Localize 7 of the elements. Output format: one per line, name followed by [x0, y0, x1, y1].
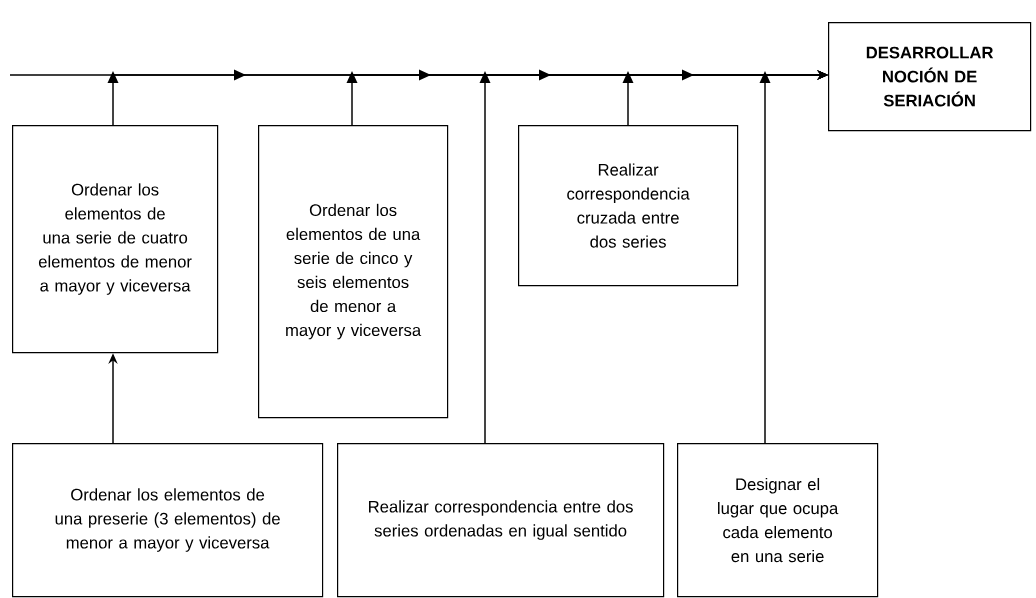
title-box: DESARROLLAR NOCIÓN DE SERIACIÓN: [828, 22, 1032, 132]
process-box: Ordenar los elementos de una serie de cinco y seis elementos de menor a mayor y viceversa: [258, 125, 449, 419]
process-box: Ordenar los elementos de una serie de cuatro elementos de menor a mayor y viceversa: [12, 125, 219, 354]
process-box: Ordenar los elementos de una preserie (3 elementos) de menor a mayor y viceversa: [12, 443, 324, 598]
process-box: Realizar correspondencia cruzada entre dos series: [518, 125, 739, 287]
process-box: Designar el lugar que ocupa cada elemento en una serie: [677, 443, 879, 598]
process-box: Realizar correspondencia entre dos series ordenadas en igual sentido: [337, 443, 665, 598]
